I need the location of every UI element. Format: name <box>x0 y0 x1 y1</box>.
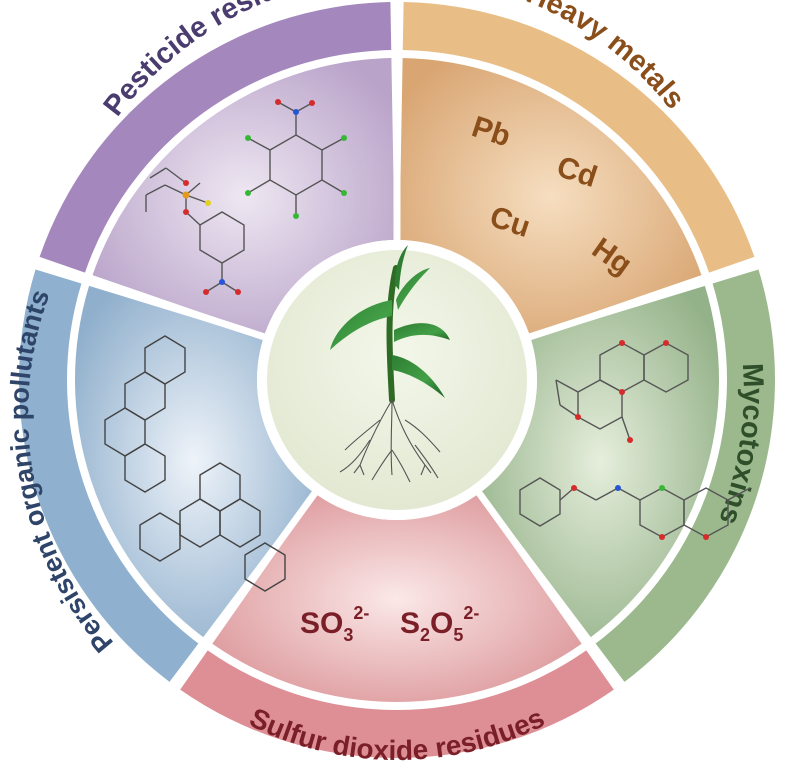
outer-band-heavy-metals <box>402 2 755 273</box>
separator-sulfur-dioxide <box>470 483 625 692</box>
inner-sector-heavy-metals <box>399 58 702 335</box>
mycotoxin-atom-markers <box>571 340 709 540</box>
segment-separators <box>32 0 762 692</box>
inner-sector-pesticide <box>92 58 395 335</box>
plant-with-roots-icon <box>330 245 450 483</box>
formula-sulfite: SO32- <box>300 603 369 645</box>
pops-molecule-icon <box>104 335 286 592</box>
inner-ring <box>74 58 719 702</box>
inner-sector-sulfur-dioxide <box>212 494 582 702</box>
pesticide-molecule-icon <box>145 101 345 293</box>
sulfur-formulas: SO32- S2O52- <box>300 603 479 645</box>
outer-band-sulfur-dioxide <box>180 650 614 758</box>
center-circle <box>257 240 537 520</box>
pesticide-atom-markers <box>182 99 347 295</box>
outer-band-pesticide <box>39 2 392 273</box>
outer-ring <box>18 2 776 758</box>
separator-pesticide <box>32 258 275 344</box>
outer-band-pops <box>18 269 199 682</box>
separator-pops <box>169 483 324 692</box>
formula-metabisulfite: S2O52- <box>400 603 479 645</box>
outer-band-mycotoxins <box>595 269 776 682</box>
separator-mycotoxins <box>519 258 762 344</box>
inner-sector-mycotoxins <box>481 285 719 638</box>
